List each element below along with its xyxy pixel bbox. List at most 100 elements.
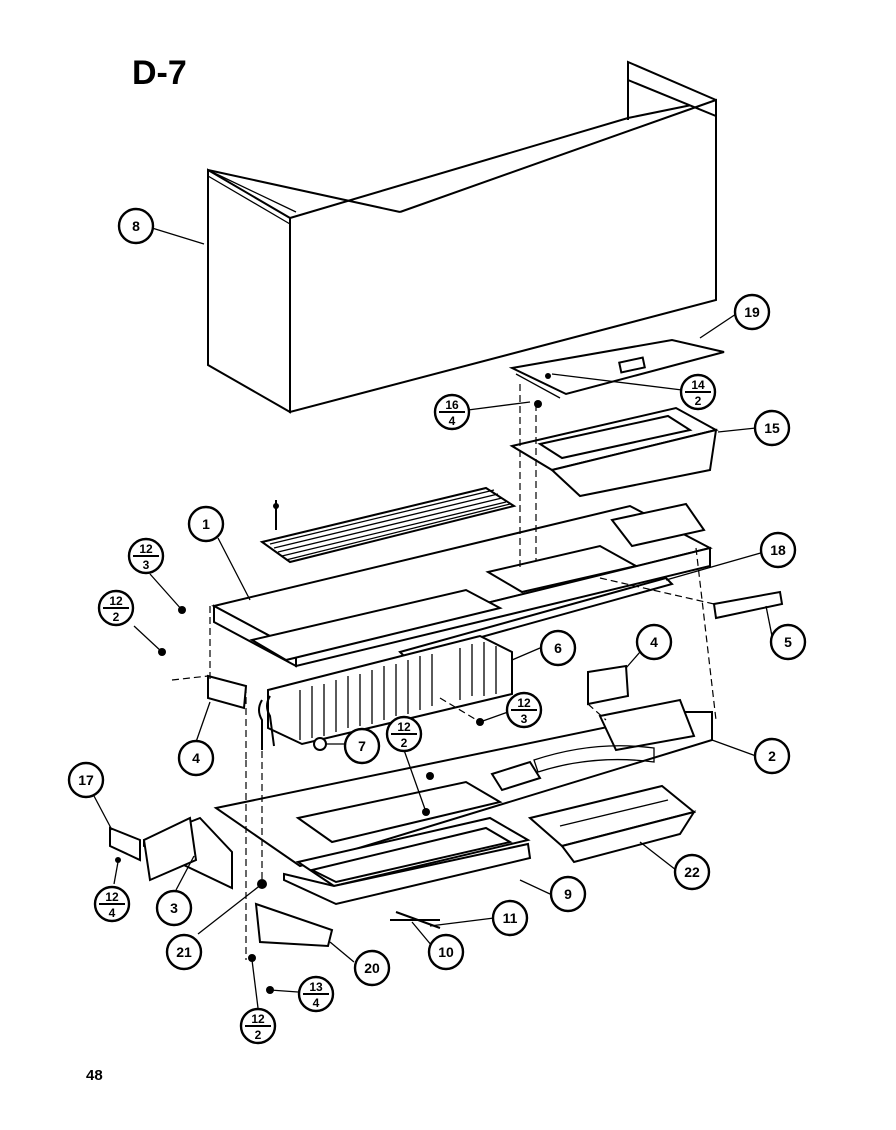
callout-number: 14 <box>691 378 705 392</box>
callout-c14: 142 <box>679 373 717 411</box>
callout-number: 19 <box>744 304 760 320</box>
callout-circle <box>753 409 791 447</box>
left-side-bracket <box>109 816 441 994</box>
callout-c6: 6 <box>539 629 577 667</box>
callout-number: 12 <box>105 890 119 904</box>
callout-circle <box>177 739 215 777</box>
callout-c13: 134 <box>297 975 335 1013</box>
callout-number: 11 <box>503 910 518 926</box>
callout-number: 3 <box>170 900 178 916</box>
callout-circle <box>673 853 711 891</box>
callout-c8: 8 <box>117 207 155 245</box>
right-drain-tray <box>527 784 697 864</box>
leader-lines <box>93 227 773 1009</box>
top-cover-panel <box>508 338 725 399</box>
callout-number: 8 <box>132 218 140 234</box>
callout-number: 20 <box>364 960 380 976</box>
callout-c12b: 122 <box>97 589 135 627</box>
callout-circle <box>187 505 225 543</box>
callout-quantity: 4 <box>449 414 456 428</box>
callout-number: 21 <box>176 944 192 960</box>
callout-c20: 20 <box>353 949 391 987</box>
callout-c7: 7 <box>343 727 381 765</box>
callout-number: 10 <box>438 944 454 960</box>
callout-number: 12 <box>397 720 411 734</box>
callout-c19: 19 <box>733 293 771 331</box>
callout-circle <box>635 623 673 661</box>
top-frame <box>211 486 713 668</box>
callout-quantity: 3 <box>143 558 150 572</box>
callout-number: 12 <box>139 542 153 556</box>
callout-circle <box>117 207 155 245</box>
callout-circle <box>491 899 529 937</box>
callout-number: 2 <box>768 748 776 764</box>
callout-circle <box>753 737 791 775</box>
callout-c17: 17 <box>67 761 105 799</box>
callout-quantity: 2 <box>113 610 120 624</box>
bracket <box>599 577 784 620</box>
callout-c11: 11 <box>491 899 529 937</box>
callout-c9: 9 <box>549 875 587 913</box>
callout-c21: 21 <box>165 933 203 971</box>
callout-circle <box>733 293 771 331</box>
callout-c12e: 124 <box>93 885 131 923</box>
callout-number: 12 <box>109 594 123 608</box>
callout-c4a: 4 <box>635 623 673 661</box>
condenser-coil <box>258 634 513 751</box>
callout-number: 6 <box>554 640 562 656</box>
callout-number: 4 <box>192 750 200 766</box>
callout-number: 15 <box>764 420 780 436</box>
callout-quantity: 4 <box>313 996 320 1010</box>
callout-number: 16 <box>445 398 459 412</box>
page-number: 48 <box>86 1067 103 1084</box>
callout-c16: 164 <box>433 393 471 431</box>
diagram-title: D-7 <box>132 54 187 92</box>
callout-circle <box>759 531 797 569</box>
callout-number: 22 <box>684 864 700 880</box>
callout-c22: 22 <box>673 853 711 891</box>
callout-number: 4 <box>650 634 658 650</box>
side-insulation-panel <box>207 664 630 710</box>
callout-quantity: 4 <box>109 906 116 920</box>
callout-c4b: 4 <box>177 739 215 777</box>
callout-circle <box>427 933 465 971</box>
callout-number: 9 <box>564 886 572 902</box>
callout-c12f: 122 <box>239 1007 277 1045</box>
callout-number: 12 <box>517 696 531 710</box>
callout-quantity: 2 <box>401 736 408 750</box>
upper-drip-tray <box>509 406 719 498</box>
callout-circle <box>549 875 587 913</box>
assembly-guides <box>171 384 717 960</box>
callout-c15: 15 <box>753 409 791 447</box>
callout-circle <box>67 761 105 799</box>
callout-c18: 18 <box>759 531 797 569</box>
callout-c12a: 123 <box>127 537 165 575</box>
callout-c5: 5 <box>769 623 807 661</box>
lower-drain-pan <box>283 816 532 906</box>
callout-circle <box>353 949 391 987</box>
callout-quantity: 3 <box>521 712 528 726</box>
callout-number: 5 <box>784 634 792 650</box>
callout-number: 13 <box>309 980 323 994</box>
callout-c12c: 123 <box>505 691 543 729</box>
cabinet-wrapper <box>207 60 717 414</box>
base-pan <box>213 698 713 868</box>
callout-circle <box>165 933 203 971</box>
callout-circle <box>769 623 807 661</box>
callout-number: 7 <box>358 738 366 754</box>
callout-number: 1 <box>202 516 210 532</box>
callout-number: 17 <box>78 772 94 788</box>
callout-circle <box>539 629 577 667</box>
callout-number: 18 <box>770 542 786 558</box>
callout-circle <box>155 889 193 927</box>
callout-c10: 10 <box>427 933 465 971</box>
callout-number: 12 <box>251 1012 265 1026</box>
callout-circle <box>343 727 381 765</box>
callout-quantity: 2 <box>255 1028 262 1042</box>
callout-c2: 2 <box>753 737 791 775</box>
callout-quantity: 2 <box>695 394 702 408</box>
callout-c3: 3 <box>155 889 193 927</box>
